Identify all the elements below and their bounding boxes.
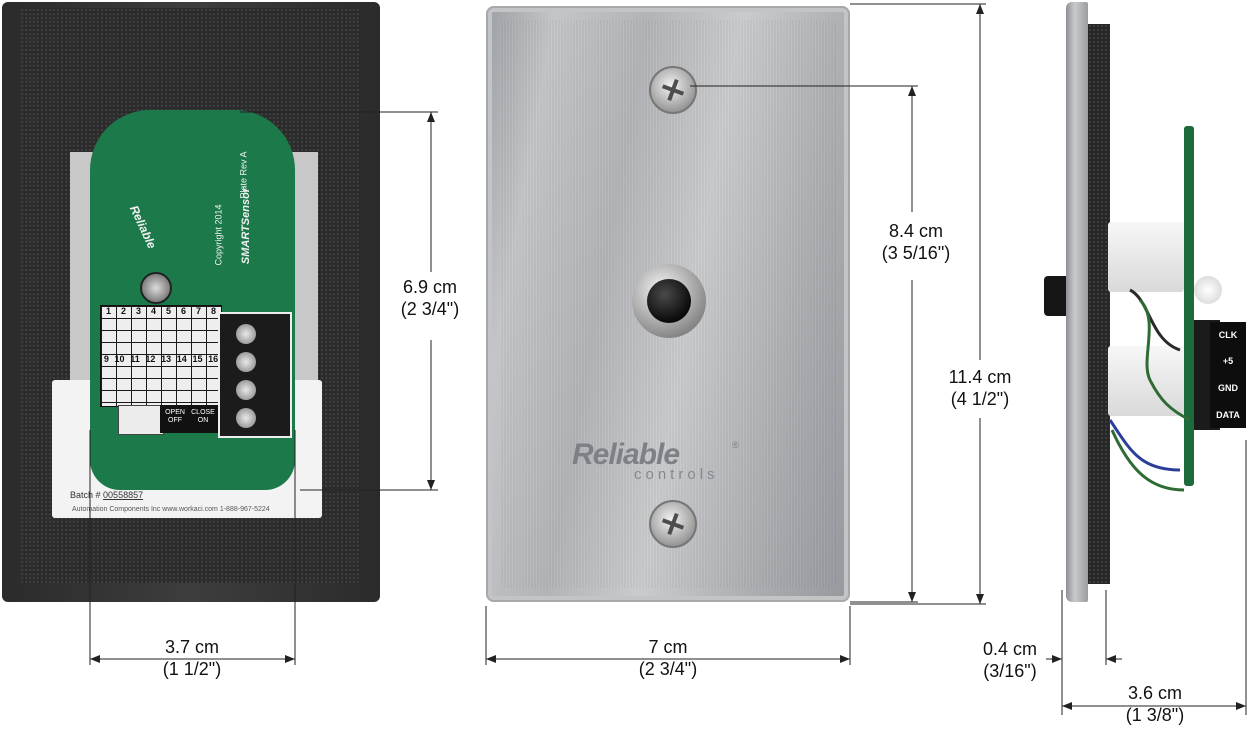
grid-number: 3 [135, 306, 141, 316]
grid-number: 16 [208, 354, 219, 364]
grid-number: 7 [195, 306, 201, 316]
grid-number: 10 [114, 354, 125, 364]
grid-number: 5 [165, 306, 171, 316]
connector-label-gnd: GND [1218, 383, 1238, 393]
pcb-width-metric: 3.7 cm [164, 637, 220, 657]
terminal-screw [236, 408, 256, 428]
manufacturer-footer: Automation Components Inc www.workaci.co… [72, 506, 270, 513]
side-button-cap [1194, 276, 1222, 304]
pcb-height-imperial: (2 3/4") [400, 299, 460, 319]
plate-logo-registered: ® [732, 440, 739, 450]
total-depth-dim: 3.6 cm (1 3/8") [1114, 682, 1196, 726]
screw-spacing-dim: 8.4 cm (3 5/16") [868, 220, 964, 264]
side-plate [1066, 2, 1088, 602]
plate-logo: Reliable [572, 438, 680, 471]
plate-logo-sub: controls [634, 466, 719, 483]
side-board [1184, 126, 1194, 486]
plate-height-metric: 11.4 cm [948, 367, 1012, 387]
grid-row-2: 9 10 11 12 13 14 15 16 [101, 354, 221, 364]
pcb-width-imperial: (1 1/2") [162, 659, 222, 679]
pcb-width-dim: 3.7 cm (1 1/2") [152, 636, 232, 680]
side-button-knob [1044, 276, 1066, 316]
grid-number: 8 [210, 306, 216, 316]
connector-label-data: DATA [1216, 410, 1240, 420]
close-on-label: CLOSE ON [191, 409, 215, 424]
grid-number: 14 [176, 354, 187, 364]
push-button [647, 279, 691, 323]
grid-number: 1 [105, 306, 111, 316]
plate-depth-dim: 0.4 cm (3/16") [974, 638, 1046, 682]
jumper-switch: OPEN OFF CLOSE ON [160, 405, 218, 433]
screw-spacing-imperial: (3 5/16") [881, 243, 951, 263]
connector-label-clk: CLK [1218, 330, 1238, 340]
grid-number: 12 [145, 354, 156, 364]
standoff-top [1108, 222, 1184, 292]
total-depth-metric: 3.6 cm [1127, 683, 1183, 703]
terminal-screw [236, 352, 256, 372]
grid-number: 11 [130, 354, 140, 364]
pcb-height-metric: 6.9 cm [402, 277, 458, 297]
connector-labels: CLK +5 GND DATA [1210, 322, 1246, 428]
side-foam [1088, 24, 1110, 584]
grid-number: 15 [192, 354, 203, 364]
plate-depth-metric: 0.4 cm [982, 639, 1038, 659]
plate-width-dim: 7 cm (2 3/4") [628, 636, 708, 680]
plate-width-metric: 7 cm [648, 637, 688, 657]
open-off-label: OPEN OFF [165, 409, 185, 424]
pcb-height-dim: 6.9 cm (2 3/4") [392, 276, 468, 320]
grid-number: 13 [161, 354, 172, 364]
capacitor [140, 272, 172, 304]
connector-label-5v: +5 [1222, 356, 1234, 366]
grid-number: 4 [150, 306, 156, 316]
plate-depth-imperial: (3/16") [983, 661, 1037, 681]
plate-width-imperial: (2 3/4") [638, 659, 698, 679]
terminal-screw [236, 324, 256, 344]
plate-height-dim: 11.4 cm (4 1/2") [938, 366, 1022, 410]
grid-number: 2 [120, 306, 126, 316]
bottom-screw [649, 500, 697, 548]
grid-number: 6 [180, 306, 186, 316]
batch-label: Batch # 00558857 [70, 490, 144, 500]
terminal-screw [236, 380, 256, 400]
plate-height-imperial: (4 1/2") [950, 389, 1010, 409]
grid-number: 9 [103, 354, 109, 364]
top-screw [649, 66, 697, 114]
total-depth-imperial: (1 3/8") [1125, 705, 1185, 725]
screw-spacing-metric: 8.4 cm [888, 221, 944, 241]
